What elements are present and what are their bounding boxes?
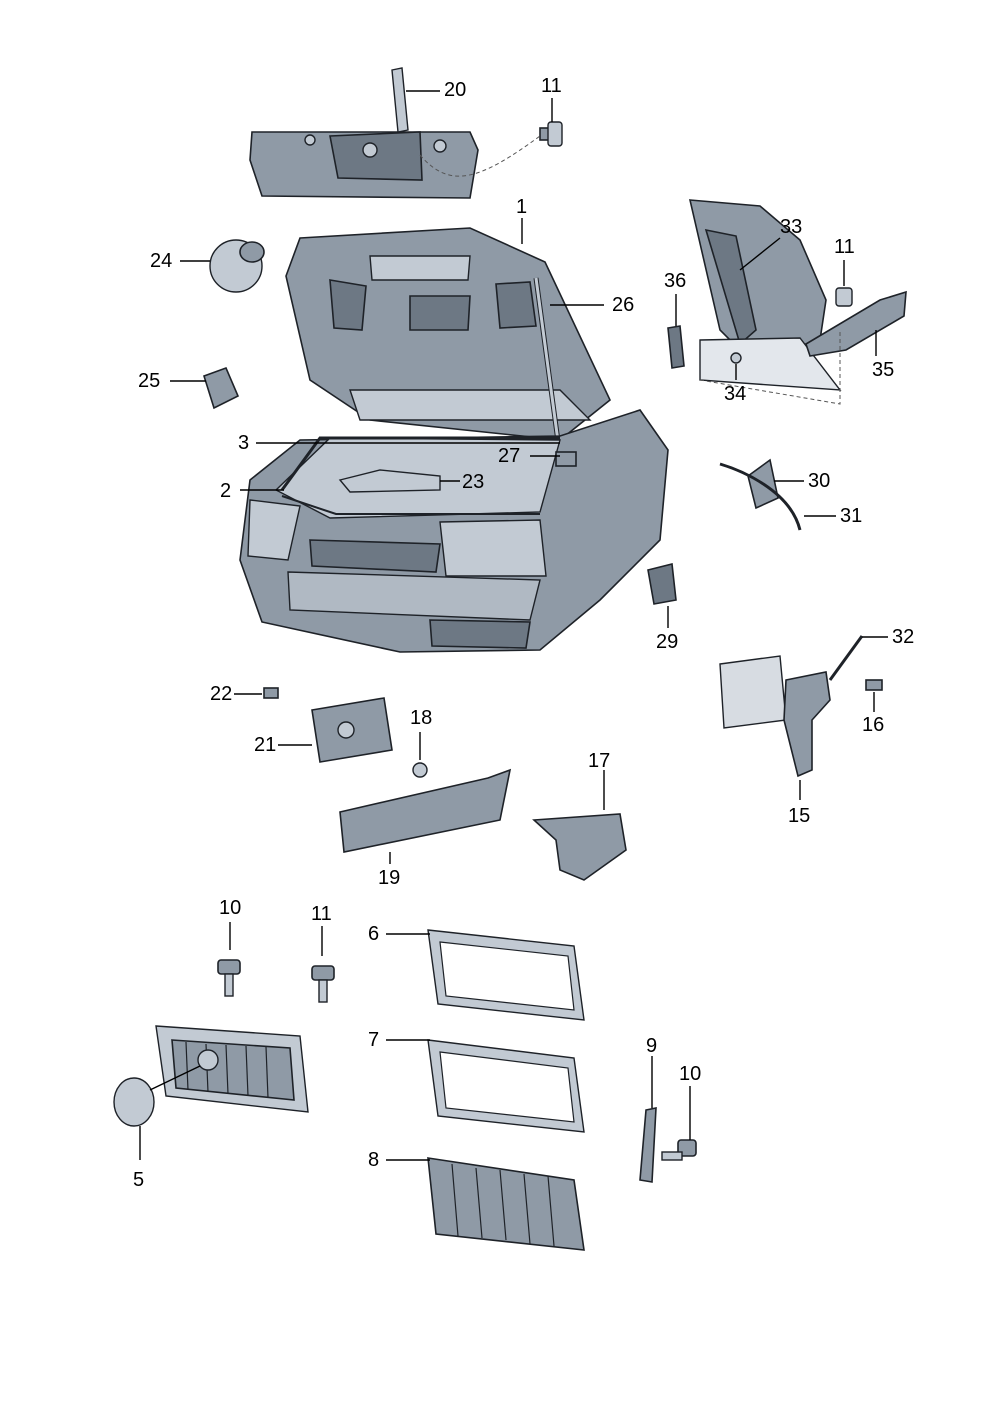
part-19-bracket: [339, 768, 512, 853]
part-27-holder: [555, 451, 577, 467]
callout-36: 36: [664, 270, 686, 292]
hinge-detail: [667, 199, 907, 391]
part-26-gas-strut: [533, 277, 563, 457]
callout-15: 15: [788, 805, 810, 827]
callout-25: 25: [138, 370, 160, 392]
callout-10-trim: 10: [679, 1063, 701, 1085]
callout-16: 16: [862, 714, 884, 736]
part-24-damper: [209, 239, 265, 293]
part-10-screw: [217, 959, 241, 997]
callout-34: 34: [724, 383, 746, 405]
leader-lines: [139, 90, 888, 1161]
part-17-bracket: [532, 813, 627, 881]
callout-21: 21: [254, 734, 276, 756]
callout-11-hinge: 11: [834, 236, 855, 258]
part-29-buffer: [647, 563, 677, 605]
callout-27: 27: [498, 445, 520, 467]
callout-6: 6: [368, 923, 379, 945]
callout-29: 29: [656, 631, 678, 653]
callout-17: 17: [588, 750, 610, 772]
part-23-insulation: [338, 469, 441, 493]
part-1-bonnet: [285, 227, 611, 441]
callout-31: 31: [840, 505, 862, 527]
part-30-grommet: [719, 458, 802, 531]
callout-19: 19: [378, 867, 400, 889]
part-15-release-lever: [719, 635, 883, 778]
part-9-trim: [639, 1107, 657, 1183]
part-3-seal: [280, 436, 560, 491]
callout-26: 26: [612, 294, 634, 316]
callout-10-grille: 10: [219, 897, 241, 919]
callout-3: 3: [238, 432, 249, 454]
callout-33: 33: [780, 216, 802, 238]
part-11-screw: [311, 965, 335, 1003]
callout-32: 32: [892, 626, 914, 648]
callout-18: 18: [410, 707, 432, 729]
part-25-buffer: [203, 366, 240, 410]
part-8-grille-insert: [427, 1157, 585, 1251]
callout-24: 24: [150, 250, 172, 272]
callout-labels: 20 11 1 24 25 26 3 2 23 27 33 11 36 34 3…: [133, 75, 914, 1191]
part-2-seal: [281, 495, 540, 515]
front-body: [239, 409, 669, 653]
part-18-clip: [412, 762, 428, 778]
callout-23: 23: [462, 471, 484, 493]
callout-20: 20: [444, 79, 466, 101]
callout-8: 8: [368, 1149, 379, 1171]
callout-1: 1: [516, 196, 527, 218]
callout-9: 9: [646, 1035, 657, 1057]
callout-11-top: 11: [541, 75, 562, 97]
callout-2: 2: [220, 480, 231, 502]
callout-11-grille: 11: [311, 903, 332, 925]
callout-7: 7: [368, 1029, 379, 1051]
part-11-bolt-top: [539, 121, 563, 147]
callout-5: 5: [133, 1169, 144, 1191]
part-20-lock-carrier: [249, 67, 479, 199]
callout-22: 22: [210, 683, 232, 705]
part-21-lock: [263, 687, 393, 763]
callout-35: 35: [872, 359, 894, 381]
part-5-cap: [113, 1077, 155, 1127]
callout-30: 30: [808, 470, 830, 492]
part-10-screw-b: [661, 1139, 697, 1161]
part-grille: [155, 1025, 309, 1113]
